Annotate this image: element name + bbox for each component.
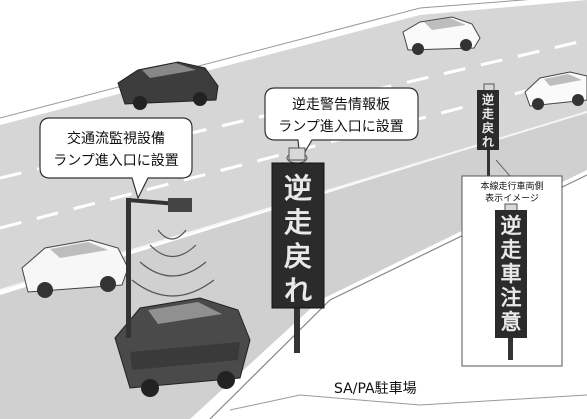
inset-caption-line2: 表示イメージ xyxy=(485,192,539,204)
mainline-display-char: 注 xyxy=(501,286,522,310)
car-white-top xyxy=(402,16,481,55)
callout-wrong-way-board xyxy=(264,87,419,162)
ramp-board-char: 走 xyxy=(284,206,312,239)
callout-traffic-monitor xyxy=(39,117,193,200)
ramp-board-char: れ xyxy=(284,274,312,307)
mainline-display-char: 意 xyxy=(501,310,522,334)
mainline-small-panel xyxy=(477,90,499,150)
mainline-small-char: れ xyxy=(482,135,494,149)
ramp-board-panel xyxy=(271,162,325,309)
traffic-monitor-pole xyxy=(126,198,192,338)
ramp-board-char: 逆 xyxy=(284,172,312,205)
inset-caption-line1: 本線走行車両側 xyxy=(480,180,543,192)
sapa-curb xyxy=(229,394,587,411)
mainline-small-char: 逆 xyxy=(482,92,494,107)
callout-traffic-monitor-line1: 交通流監視設備 xyxy=(67,130,165,147)
mainline-display-char: 車 xyxy=(501,262,522,286)
mainline-small-sign: 逆 走 戻 れ xyxy=(477,83,499,176)
car-dark-left xyxy=(117,61,219,110)
callout-wrong-way-board-line2: ランプ進入口に設置 xyxy=(278,119,404,135)
mainline-small-char: 戻 xyxy=(482,120,494,135)
mainline-display-char: 走 xyxy=(501,238,522,262)
callout-traffic-monitor-line2: ランプ進入口に設置 xyxy=(53,153,179,169)
car-white-left xyxy=(21,239,129,298)
sapa-parking-label: SA/PA駐車場 xyxy=(334,380,417,397)
ramp-board-char: 戻 xyxy=(284,240,312,273)
callout-wrong-way-board-line1: 逆走警告情報板 xyxy=(292,97,390,113)
highway-road xyxy=(0,0,587,290)
mainline-display-char: 逆 xyxy=(501,214,522,238)
sensor-waves xyxy=(131,229,215,297)
ramp-warning-board: 逆 走 戻 れ xyxy=(271,147,325,353)
car-white-right xyxy=(524,71,587,110)
inset-leader xyxy=(495,159,511,177)
car-dark-ramp xyxy=(114,297,251,397)
mainline-display-panel xyxy=(495,210,527,338)
mainline-small-char: 走 xyxy=(482,106,494,121)
